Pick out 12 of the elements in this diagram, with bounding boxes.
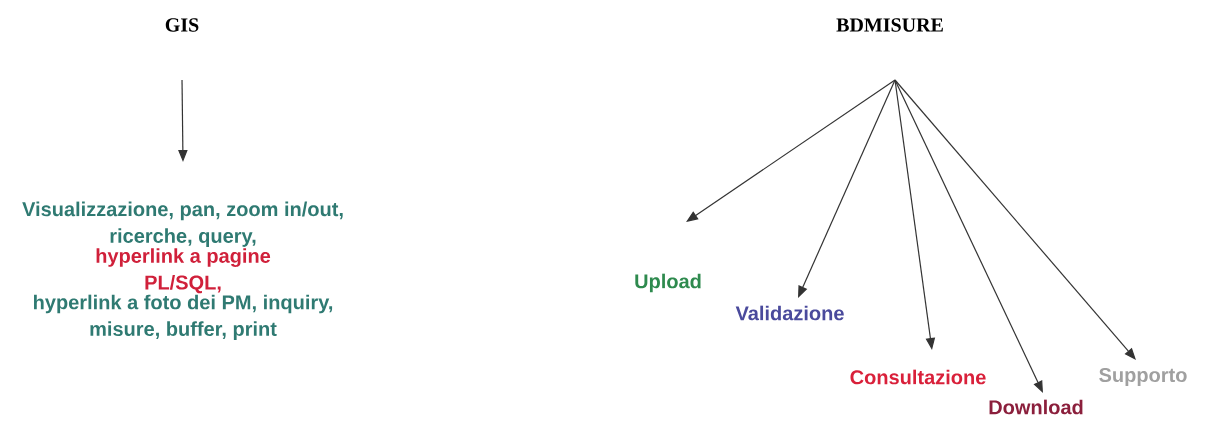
function-label: Download: [989, 399, 1083, 415]
arrow: [686, 79, 896, 222]
feature-list: Visualizzazione, pan, zoom in/out, ricerche, query, hyperlink a pagine PL/SQL, hyperlink a foto dei PM, inquiry, misure, buffer, print: [22, 201, 343, 340]
function-label: Validazione: [735, 305, 844, 321]
arrow: [894, 79, 1136, 360]
heading: GIS: [165, 18, 199, 32]
heading: BDMISURE: [836, 18, 943, 32]
function-label: Supporto: [1099, 367, 1187, 387]
function-label: Consultazione: [850, 369, 986, 385]
arrow: [798, 79, 896, 298]
arrow: [894, 79, 1043, 393]
function-label: Upload: [635, 273, 701, 293]
